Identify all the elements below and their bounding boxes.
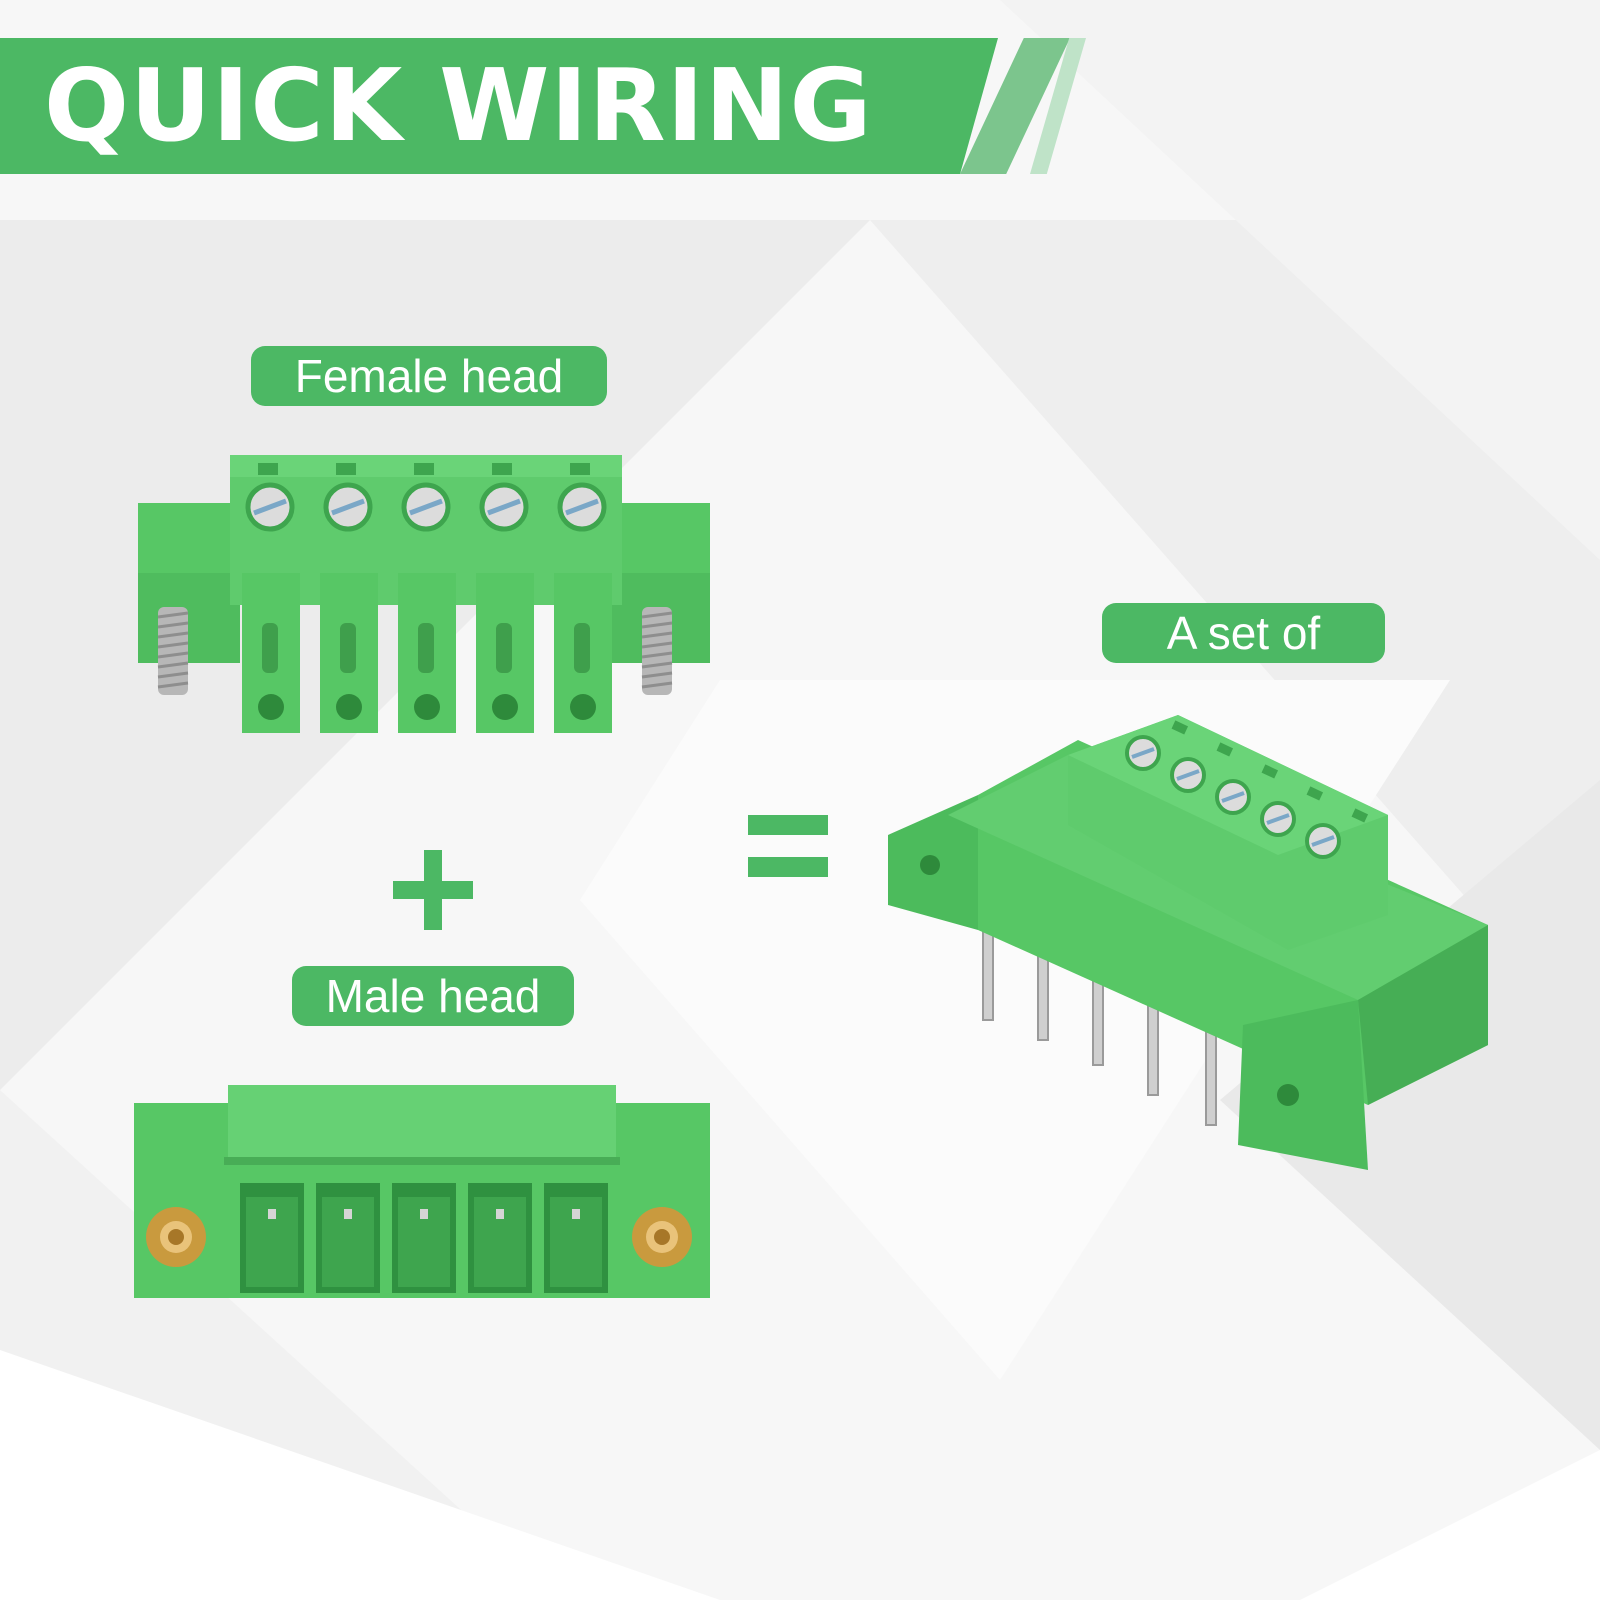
male-head-label: Male head <box>292 966 574 1026</box>
equals-icon <box>748 815 828 877</box>
banner-title: QUICK WIRING <box>44 47 873 164</box>
title-banner: QUICK WIRING <box>0 38 1100 174</box>
set-label: A set of <box>1102 603 1385 663</box>
female-head-connector <box>130 455 730 765</box>
male-head-connector <box>128 1085 728 1315</box>
plus-icon <box>393 850 473 930</box>
assembled-connector <box>888 715 1518 1170</box>
female-head-label: Female head <box>251 346 607 406</box>
banner-bar <box>0 38 998 174</box>
